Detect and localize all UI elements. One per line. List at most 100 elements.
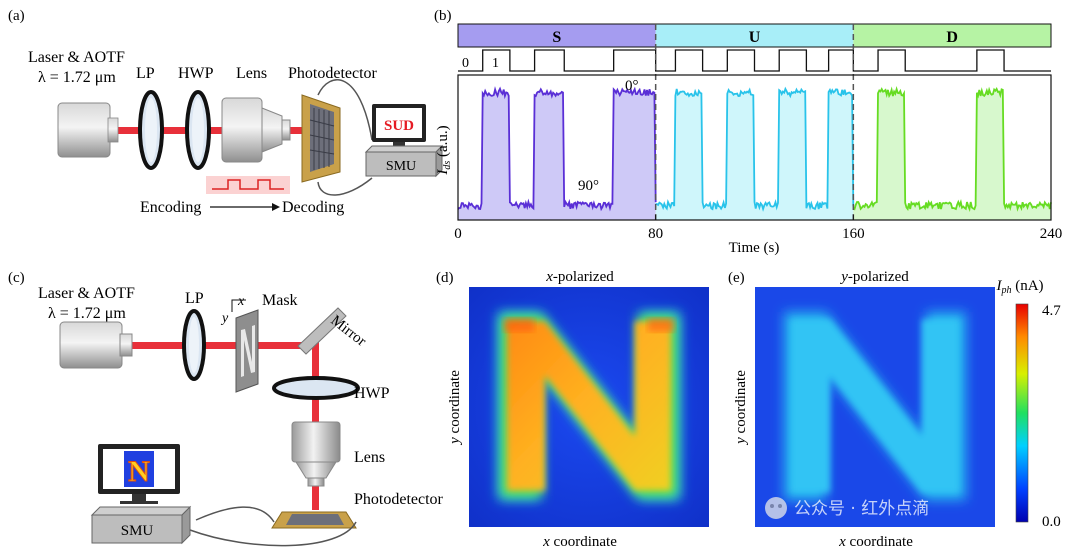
bit-zero-label: 0	[462, 56, 469, 71]
map-d-ylabel: y coordinate	[447, 370, 463, 446]
panel-c-label: (c)	[8, 270, 25, 286]
bit-waveform-line	[458, 49, 1051, 72]
colorbar-min: 0.0	[1042, 514, 1061, 530]
panel-c: (c) Laser & AOTF λ = 1.72 μm LP Mask x y	[8, 270, 444, 547]
mirror-label-c: Mirror	[328, 313, 369, 350]
smu-label-a: SMU	[386, 159, 416, 174]
y-axis-title: Ids (a.u.)	[435, 125, 453, 175]
decoding-label: Decoding	[282, 199, 344, 216]
watermark-text: 公众号 · 红外点滴	[794, 499, 929, 519]
encoding-pulse	[206, 176, 290, 194]
hwp-label-c: HWP	[354, 385, 390, 402]
colorbar-max: 4.7	[1042, 303, 1061, 319]
signal-fill-s	[458, 88, 656, 220]
colorbar-title: Iph (nA)	[995, 278, 1043, 296]
laser-source-a	[57, 102, 119, 158]
x-tick-label: 240	[1040, 226, 1063, 242]
monitor-c: N	[98, 444, 180, 504]
axis-y-label-c: y	[220, 311, 229, 326]
lens-element-a	[221, 97, 291, 163]
panel-b: (b) S U D 0 1 0° 90° 0 80 160 240 Time (s) Id…	[434, 8, 1062, 256]
wire-left-c	[195, 506, 275, 523]
wavelength-label-c: λ = 1.72 μm	[48, 305, 126, 322]
plot-frame	[457, 74, 1052, 221]
screen-text-sud: SUD	[384, 118, 414, 134]
segment-bar-s	[458, 24, 656, 47]
signal-line-s	[457, 86, 657, 212]
map-e-letter	[784, 312, 966, 500]
wire-bottom-a	[317, 177, 373, 196]
panel-a-label: (a)	[8, 8, 25, 24]
lp-label-c: LP	[185, 290, 204, 307]
axis-arrows-c	[231, 299, 246, 312]
encoding-label: Encoding	[140, 199, 201, 216]
segment-bar-d	[853, 24, 1051, 47]
watermark: 公众号 · 红外点滴	[765, 497, 929, 519]
wire-right-c	[189, 521, 357, 547]
segment-label-s: S	[552, 29, 561, 46]
lens-element-c	[291, 421, 341, 487]
hwp-element-c	[272, 376, 360, 400]
segment-bar-u	[655, 24, 854, 47]
hwp-label-a: HWP	[178, 65, 214, 82]
panel-b-label: (b)	[434, 8, 452, 24]
segment-label-d: D	[946, 29, 958, 46]
x-axis-title: Time (s)	[729, 240, 780, 256]
panel-e: (e) y-polarized x coordinate y coordinat…	[728, 269, 995, 550]
signal-line-d	[852, 85, 1052, 213]
signal-fill-u	[655, 88, 854, 221]
monitor-a: SUD	[372, 104, 426, 151]
laser-beam-horizontal-c	[130, 342, 316, 349]
bit-one-label: 1	[492, 56, 499, 71]
panel-a: (a) Laser & AOTF λ = 1.72 μm LP HWP Lens…	[8, 8, 444, 216]
smu-box-a: SMU	[364, 144, 444, 178]
lp-element-c	[182, 309, 206, 381]
x-tick-label: 80	[648, 226, 663, 242]
axis-x-label-c: x	[237, 294, 245, 309]
lens-label-a: Lens	[236, 65, 267, 82]
smu-box-c: SMU	[90, 505, 192, 545]
laser-label-a: Laser & AOTF	[28, 49, 125, 66]
smu-label-c: SMU	[121, 523, 154, 539]
x-tick-label: 160	[842, 226, 865, 242]
laser-source-c	[59, 321, 133, 369]
mask-element-c	[235, 309, 259, 393]
x-tick-label: 0	[454, 226, 462, 242]
x-axis-ticks: 0 80 160 240	[454, 215, 1062, 242]
angle-0-label: 0°	[625, 78, 639, 94]
map-e-title: y-polarized	[839, 269, 909, 285]
colorbar: Iph (nA) 4.7 0.0	[995, 278, 1061, 530]
lp-element-a	[138, 90, 164, 170]
photodetector-chip-a	[301, 94, 341, 183]
mask-label-c: Mask	[262, 292, 298, 309]
panel-e-label: (e)	[728, 270, 745, 286]
encoding-arrowhead	[272, 203, 280, 211]
segment-frame	[457, 23, 1052, 48]
photodetector-label-a: Photodetector	[288, 65, 378, 82]
photodetector-chip-c	[271, 511, 357, 529]
photodetector-label-c: Photodetector	[354, 491, 444, 508]
bit-waveform	[458, 49, 1051, 72]
laser-beam-a	[110, 127, 320, 134]
map-d-xlabel: x coordinate	[542, 534, 617, 550]
lens-label-c: Lens	[354, 449, 385, 466]
wavelength-label-a: λ = 1.72 μm	[38, 69, 116, 86]
map-d-letter	[498, 312, 680, 500]
hwp-element-a	[185, 90, 211, 170]
angle-90-label: 90°	[578, 178, 599, 194]
laser-label-c: Laser & AOTF	[38, 285, 135, 302]
screen-letter-n: N	[128, 455, 150, 488]
panel-d-label: (d)	[436, 270, 454, 286]
current-plot	[457, 24, 1052, 221]
signal-line-u	[655, 86, 855, 212]
wire-top-a	[317, 79, 373, 141]
segment-label-u: U	[749, 29, 761, 46]
mirror-element-c	[297, 307, 347, 355]
map-d-title: x-polarized	[545, 269, 614, 285]
panel-d: (d) x-polarized x coordinate y coordinat…	[436, 269, 709, 550]
colorbar-gradient	[1015, 303, 1029, 523]
map-e-ylabel: y coordinate	[733, 370, 749, 446]
signal-fill-d	[853, 88, 1051, 221]
